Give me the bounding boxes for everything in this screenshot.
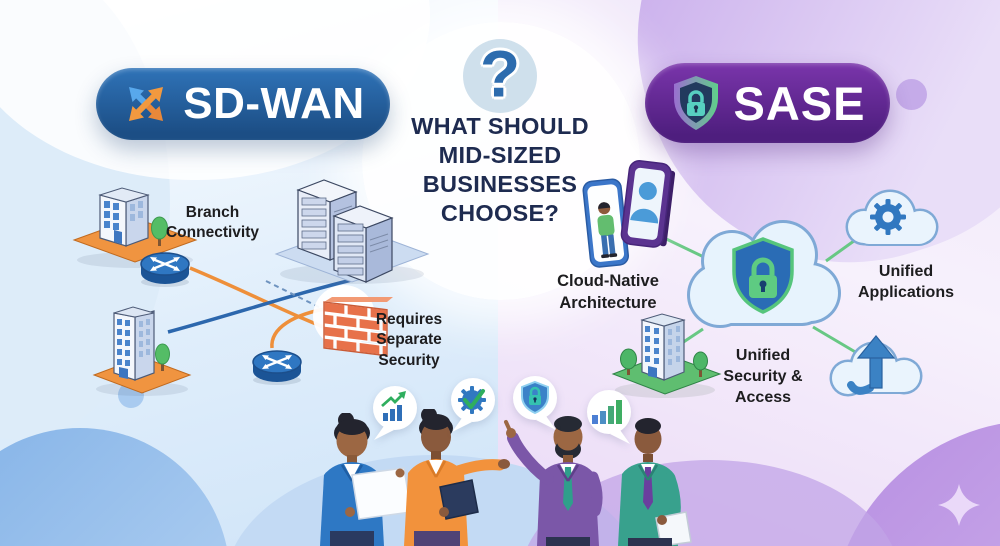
cloud-upload-icon [829,335,923,397]
router-icon-bottom [252,350,302,385]
shield-lock-icon [673,76,718,130]
server-rack-icon [274,179,430,284]
growth-chart-icon [381,391,406,421]
phone-avatar-icon [620,160,676,248]
unified-applications-label: Unified Applications [857,263,954,302]
thought-bubble-shield [513,376,557,430]
question-text: WHAT SHOULD MID-SIZED BUSINESSES CHOOSE? [411,113,589,227]
requires-separate-security-label: Requires Separate Security [375,311,443,369]
thought-bubble-gear [451,378,495,432]
office-building-icon-left [92,306,192,396]
bar-chart-icon [592,400,622,424]
sase-badge: SASE [645,63,890,143]
sparkle-icon [938,484,980,526]
thought-bubble-bars [587,390,631,444]
question-mark-icon: ? [463,39,537,113]
man-teal-suit [618,418,692,546]
man-purple-suit [504,416,603,546]
cloud-shield-icon [687,220,841,328]
sdwan-badge: SD-WAN [96,68,390,140]
office-building-icon-right [611,313,722,398]
woman-orange-suit [404,409,510,546]
sdwan-badge-label: SD-WAN [183,79,365,128]
sase-badge-label: SASE [733,76,866,130]
cloud-gear-icon [845,189,939,246]
cloud-native-architecture-label: Cloud-Native Architecture [557,272,659,312]
gear-check-icon [458,386,486,414]
firewall-icon [323,297,393,357]
branch-connectivity-label: Branch Connectivity [165,204,259,242]
shield-bubble-icon [521,380,549,415]
thought-bubble-growth [373,386,417,440]
crossing-arrows-icon [129,87,164,121]
decor-dot-purple-light [896,79,927,110]
woman-blue-suit [320,413,412,546]
router-icon-top [140,252,190,287]
unified-security-access-label: Unified Security & Access [723,347,803,407]
